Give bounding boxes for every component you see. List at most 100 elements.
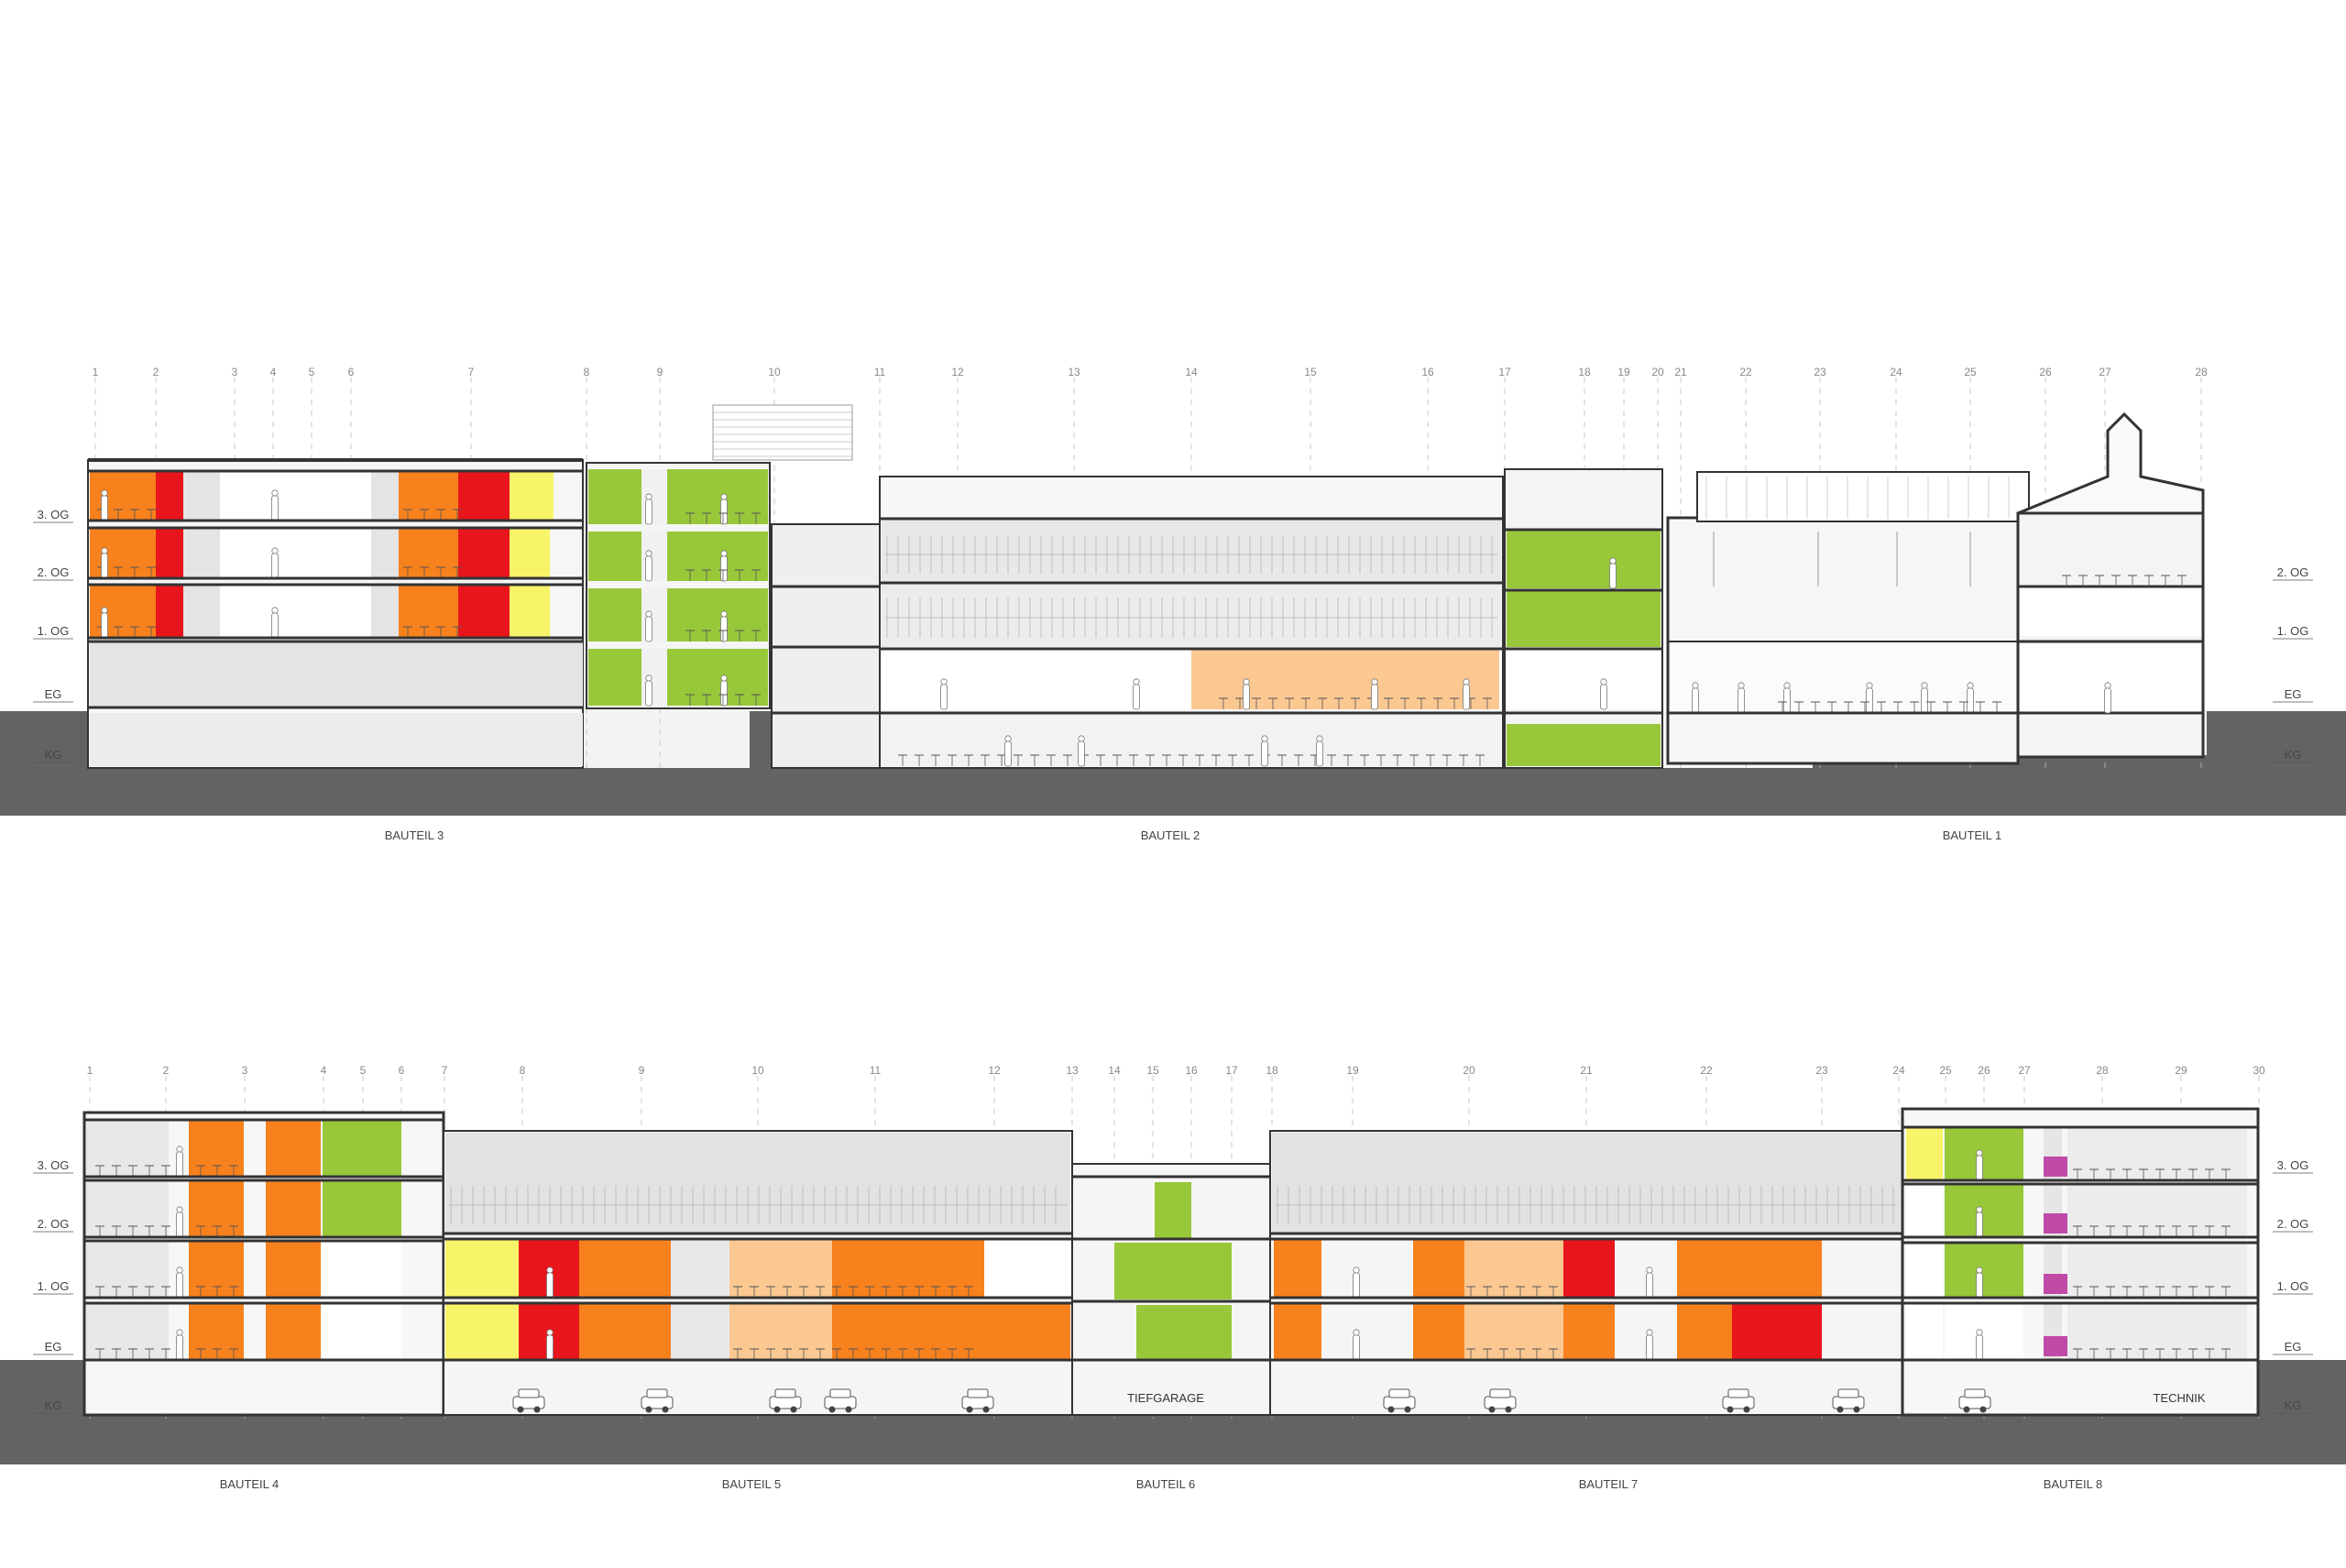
room-green-b4 [323,1180,401,1237]
car-wheel [1727,1406,1734,1413]
axis-label-bottom-3: 3 [242,1064,248,1077]
parked-car [641,1388,674,1413]
level-label-bottom-left-1: 2. OG [38,1217,70,1231]
parked-car [1484,1388,1517,1413]
car-body [1958,1396,1991,1409]
room-white-b4 [323,1241,401,1298]
axis-label-top-4: 4 [270,366,277,378]
axis-label-bottom-20: 20 [1463,1064,1475,1077]
room-red-b3-west [156,471,183,521]
room-orange-b4-east [266,1180,321,1237]
room-orange-b4-west [189,1303,244,1360]
person-figure [1976,1266,1983,1299]
level-label-bottom-left-3: EG [45,1340,62,1354]
person-figure [176,1146,183,1178]
person-figure [940,678,948,710]
axis-label-top-14: 14 [1185,366,1198,378]
room-gray-b4 [86,1180,169,1237]
axis-label-bottom-4: 4 [321,1064,327,1077]
room-green-b8 [1945,1184,2023,1237]
person-body [1921,687,1928,714]
person-body [271,553,279,579]
person-figure [1371,678,1378,710]
room-peach-b7 [1464,1303,1563,1360]
person-body [1646,1334,1653,1361]
room-red-b3-east [458,471,510,521]
person-head [720,610,728,618]
room-orange-b7-b [1413,1239,1464,1298]
car-body [961,1396,994,1409]
car-cabin [774,1388,796,1398]
person-body [1600,684,1607,710]
room-corridor-b3 [220,471,371,521]
person-body [546,1334,554,1361]
room-gray-b8-east [2067,1303,2247,1360]
axis-label-top-27: 27 [2099,366,2111,378]
person-head [1976,1329,1983,1336]
room-red-b3-west [156,528,183,578]
person-body [1609,563,1617,589]
person-body [720,555,728,582]
person-figure [1133,678,1140,710]
room-b7-c [1563,1239,1615,1298]
car-cabin [967,1388,989,1398]
room-peach-b5 [729,1239,832,1298]
axis-label-bottom-18: 18 [1266,1064,1278,1077]
axis-label-top-6: 6 [348,366,355,378]
roof-plant-screen [712,404,853,461]
person-body [101,612,108,639]
room-orange-b7-a [1274,1303,1321,1360]
person-figure [1692,682,1699,714]
room-gray-b8-east [2067,1127,2247,1180]
room-b5-east [984,1239,1070,1298]
room-magenta-b8 [2044,1157,2067,1177]
person-body [1463,684,1470,710]
room-green-b3 [588,532,768,581]
person-body [1078,740,1085,767]
person-figure [1353,1266,1360,1299]
person-figure [1967,682,1974,714]
axis-label-bottom-13: 13 [1066,1064,1079,1077]
person-head [1976,1206,1983,1213]
axis-label-top-26: 26 [2039,366,2052,378]
axis-label-top-8: 8 [584,366,590,378]
room-white-b8 [1906,1184,1943,1237]
person-head [720,493,728,500]
person-body [101,553,108,579]
axis-label-bottom-6: 6 [399,1064,405,1077]
axis-label-bottom-19: 19 [1346,1064,1359,1077]
axis-label-top-15: 15 [1304,366,1317,378]
person-head [645,674,652,682]
person-head [1783,682,1791,689]
person-head [1646,1329,1653,1336]
person-figure [271,607,279,639]
room-green-b8 [1945,1243,2023,1298]
axis-label-bottom-26: 26 [1978,1064,1990,1077]
car-cabin [1964,1388,1986,1398]
bauteil-1-eg-hall [1670,641,2018,713]
car-cabin [646,1388,668,1398]
room-orange-b3-east [399,528,458,578]
axis-label-bottom-12: 12 [988,1064,1001,1077]
room-orange-b3-west [90,528,156,578]
level-label-bottom-left-0: 3. OG [38,1158,70,1172]
room-gray-b3 [183,528,220,578]
room-green-b4 [323,1120,401,1177]
person-head [101,607,108,614]
axis-label-top-19: 19 [1617,366,1630,378]
room-gray-b3 [183,585,220,638]
person-body [1316,740,1323,767]
person-body [1243,684,1250,710]
axis-label-top-3: 3 [232,366,238,378]
room-green-b6-1og [1114,1243,1232,1299]
room-orange-b7-d [1677,1239,1760,1298]
person-head [176,1206,183,1213]
person-head [1463,678,1470,685]
room-label-technik: TECHNIK [2153,1391,2205,1405]
bauteil-label-bottom-3: BAUTEIL 7 [1579,1477,1639,1491]
level-label-bottom-right-1: 2. OG [2277,1217,2309,1231]
car-wheel [662,1406,669,1413]
person-body [1261,740,1268,767]
person-head [1004,735,1012,742]
